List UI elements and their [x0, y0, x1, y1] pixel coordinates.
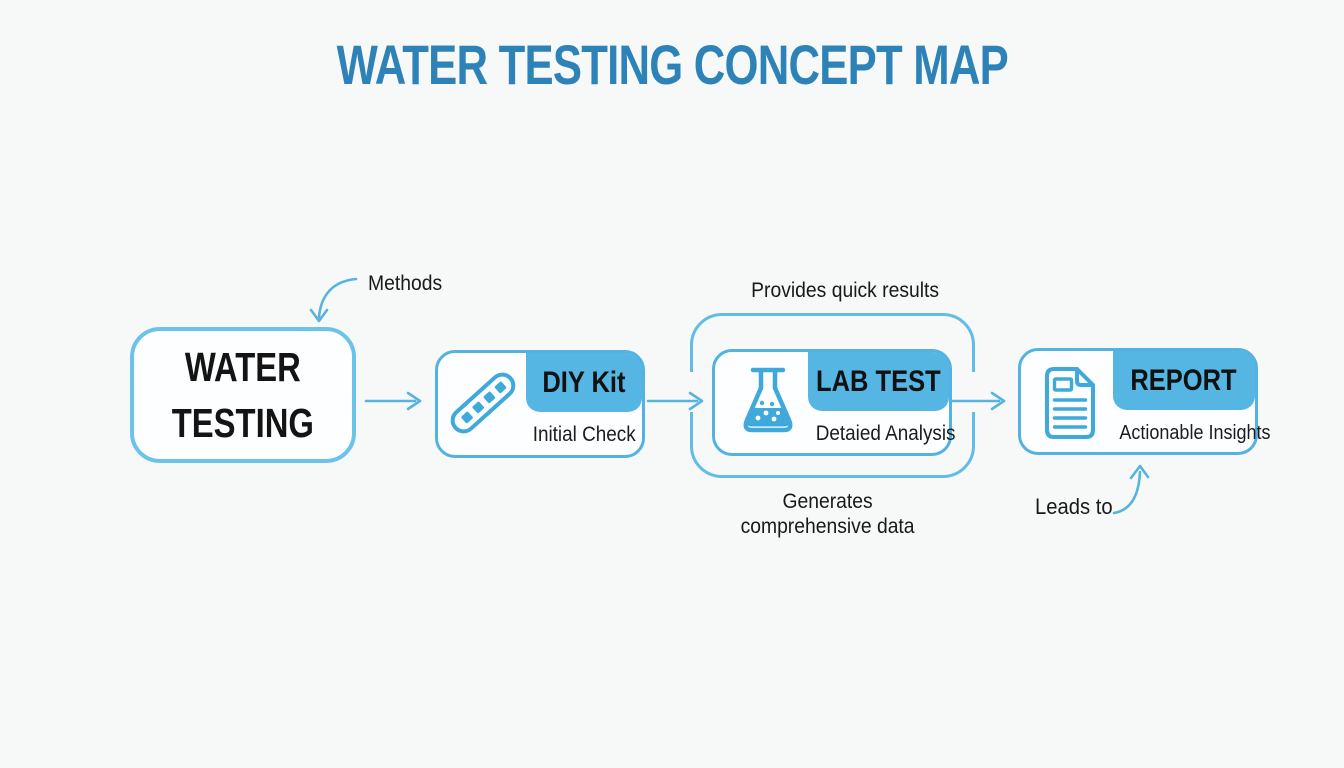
test-strip-icon — [450, 372, 516, 434]
page-title: WATER TESTING CONCEPT MAP — [0, 32, 1344, 97]
node-lab-test-header: LAB TEST — [808, 352, 949, 411]
arrow-diy-to-lab — [646, 391, 704, 411]
node-report-header: REPORT — [1113, 351, 1255, 410]
node-water-testing-label: WATER TESTING — [171, 344, 315, 446]
node-report-title: REPORT — [1130, 363, 1238, 397]
node-lab-test: LAB TEST Detaied Analysis — [712, 349, 956, 456]
page-title-text: WATER TESTING CONCEPT MAP — [336, 33, 1008, 96]
generates-comprehensive-data-label: Generates comprehensive data — [741, 490, 915, 538]
provides-quick-results-label: Provides quick results — [751, 279, 939, 302]
arrow-lab-to-report — [948, 391, 1006, 411]
methods-curved-arrow — [309, 277, 358, 323]
document-icon — [1045, 367, 1095, 439]
node-diy-kit-header: DIY Kit — [526, 353, 642, 412]
methods-label: Methods — [368, 272, 443, 295]
node-diy-kit-subtitle: Initial Check — [532, 423, 636, 446]
flask-icon — [743, 367, 793, 433]
node-water-testing: WATER TESTING — [130, 327, 356, 463]
node-lab-test-title: LAB TEST — [816, 364, 941, 398]
node-lab-test-subtitle: Detaied Analysis — [815, 422, 956, 445]
node-report-subtitle: Actionable Insights — [1119, 422, 1271, 444]
leads-to-curved-arrow — [1112, 464, 1150, 515]
border-gap-right — [966, 372, 977, 412]
arrow-root-to-diy — [364, 391, 422, 411]
node-diy-kit-title: DIY Kit — [542, 365, 626, 399]
leads-to-label: Leads to — [1035, 494, 1113, 519]
node-report: REPORT Actionable Insights — [1018, 348, 1271, 455]
node-diy-kit: DIY Kit Initial Check — [435, 350, 645, 458]
